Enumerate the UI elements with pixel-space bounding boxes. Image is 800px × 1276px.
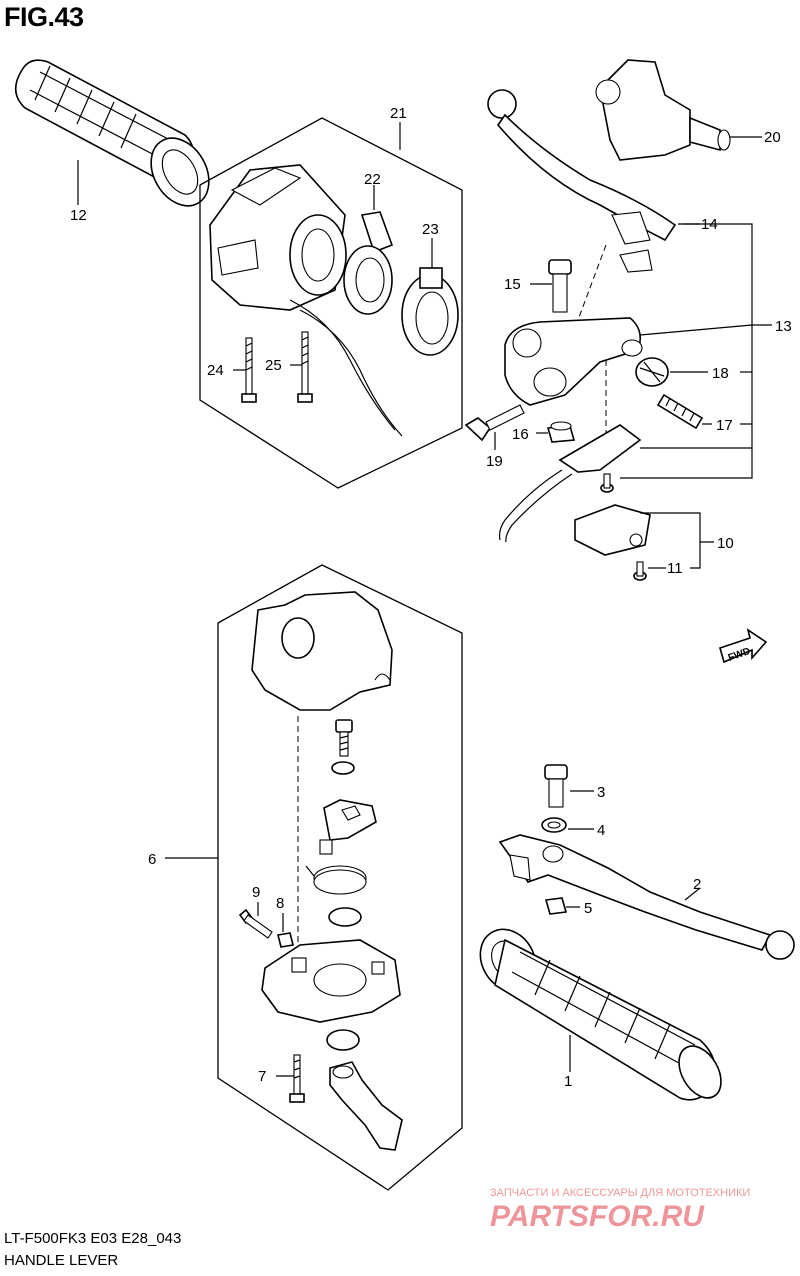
callout-5: 5	[584, 900, 592, 917]
callout-4: 4	[597, 822, 605, 839]
washer[interactable]	[331, 761, 355, 775]
switch-plate-cable[interactable]	[498, 424, 642, 543]
callout-10: 10	[717, 535, 734, 552]
callout-3: 3	[597, 784, 605, 801]
screw-part-7[interactable]	[289, 1054, 305, 1103]
cable-adjuster-plate[interactable]	[319, 799, 377, 855]
callout-13: 13	[775, 318, 792, 335]
bracket-part-20[interactable]	[595, 59, 731, 161]
switch-lever-part-22[interactable]	[343, 211, 394, 315]
callout-9: 9	[252, 884, 260, 901]
watermark-tagline: ЗАПЧАСТИ И АКСЕССУАРЫ ДЛЯ МОТОТЕХНИКИ	[490, 1187, 750, 1199]
model-code: LT-F500FK3 E03 E28_043	[4, 1230, 182, 1247]
callout-17: 17	[716, 417, 733, 434]
callout-19: 19	[486, 453, 503, 470]
switch-assembly-frame	[199, 117, 463, 489]
grip-left-part-12[interactable]	[14, 59, 221, 216]
callout-24: 24	[207, 362, 224, 379]
section-name: HANDLE LEVER	[4, 1252, 119, 1269]
switch-ring-part-23[interactable]	[401, 267, 459, 356]
forward-direction-arrow-icon: FWD	[719, 628, 768, 664]
figure-title: FIG.43	[4, 2, 84, 32]
bolt-part-19[interactable]	[464, 404, 525, 442]
switch-part-10[interactable]	[574, 504, 651, 556]
callout-21: 21	[390, 105, 407, 122]
throttle-lever[interactable]	[329, 1061, 403, 1151]
lever-bracket-part-13[interactable]	[504, 317, 643, 406]
callout-20: 20	[764, 129, 781, 146]
watermark: ЗАПЧАСТИ И АКСЕССУАРЫ ДЛЯ МОТОТЕХНИКИ PA…	[490, 1187, 750, 1233]
callout-22: 22	[364, 171, 381, 188]
spring-screw-part-17[interactable]	[656, 393, 704, 430]
callout-2: 2	[693, 876, 701, 893]
callout-12: 12	[70, 207, 87, 224]
knob-part-18[interactable]	[635, 357, 669, 387]
throttle-seal[interactable]	[326, 1029, 360, 1051]
screw-part-11[interactable]	[633, 561, 647, 581]
watermark-brand: PARTSFOR.RU	[490, 1200, 705, 1233]
callout-11: 11	[667, 560, 683, 577]
bolt-part-3[interactable]	[544, 764, 568, 808]
throttle-housing[interactable]	[261, 939, 401, 1023]
callout-16: 16	[512, 426, 529, 443]
callout-1: 1	[564, 1073, 572, 1090]
throttle-cover[interactable]	[251, 591, 393, 711]
handlebar-switch-housing[interactable]	[209, 164, 403, 437]
screw-small-top[interactable]	[600, 473, 614, 493]
callout-23: 23	[422, 221, 439, 238]
seal-ring[interactable]	[328, 907, 362, 927]
callout-7: 7	[258, 1068, 266, 1085]
nut-part-5[interactable]	[544, 897, 568, 915]
lever-part-2[interactable]	[498, 834, 795, 960]
screw-part-25[interactable]	[297, 331, 313, 403]
nut-part-8[interactable]	[277, 932, 294, 948]
bushing-part-4[interactable]	[541, 817, 567, 833]
callout-15: 15	[504, 276, 521, 293]
bolt-part-15[interactable]	[548, 259, 572, 313]
callout-25: 25	[265, 357, 282, 374]
cover-screw[interactable]	[335, 719, 353, 757]
grip-right-part-1[interactable]	[469, 919, 729, 1105]
lever-part-14[interactable]	[487, 89, 677, 273]
nut-part-16[interactable]	[546, 421, 576, 443]
callout-18: 18	[712, 365, 729, 382]
screw-part-24[interactable]	[241, 337, 257, 403]
screw-part-9[interactable]	[238, 908, 273, 939]
callout-6: 6	[148, 851, 156, 868]
throttle-assembly-frame	[217, 564, 463, 1191]
callout-8: 8	[276, 895, 284, 912]
return-spring[interactable]	[305, 865, 367, 895]
